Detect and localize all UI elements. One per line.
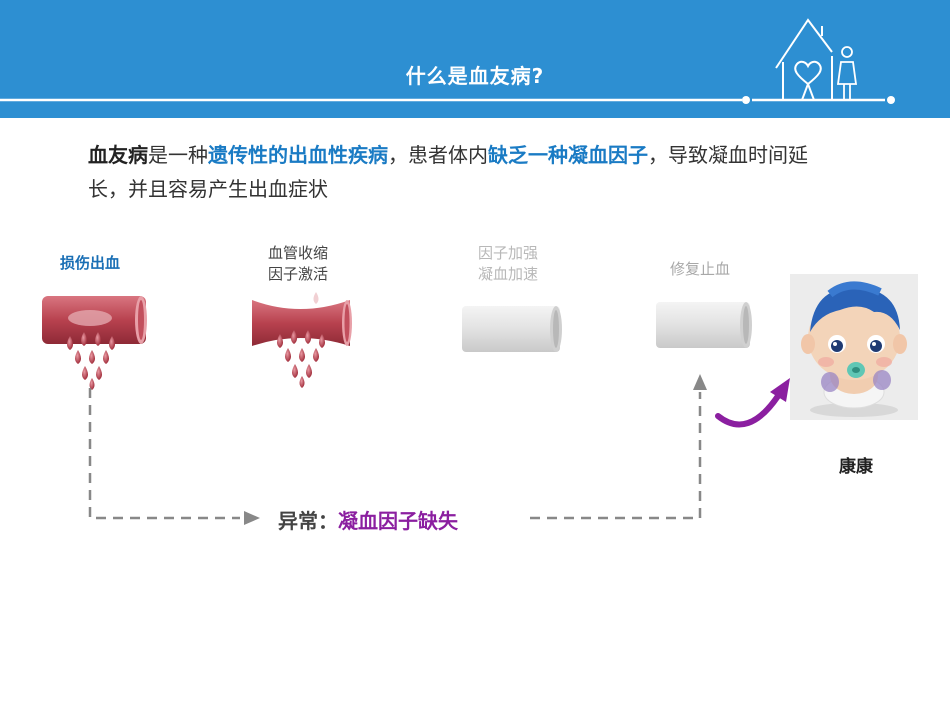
step-label-coagulation: 因子加强 凝血加速 [448,243,568,285]
intro-highlight-1: 遗传性的出血性疾病 [208,143,388,167]
step1-line1: 损伤出血 [59,254,120,272]
step2-line1: 血管收缩 [267,244,328,262]
intro-paragraph: 血友病是一种遗传性的出血性疾病，患者体内缺乏一种凝血因子，导致凝血时间延长，并且… [88,138,828,206]
baby-icon [801,281,907,417]
step-label-constriction: 血管收缩 因子激活 [238,243,358,285]
intro-text-2: ，患者体内 [388,143,488,167]
vessel-bleeding-icon [42,296,147,390]
step2-line2: 因子激活 [267,265,328,283]
abnormal-prefix: 异常： [278,509,338,533]
intro-text-3: ，导致凝血时间延长，并且容易产生出血症状 [88,143,808,201]
vessel-repaired-icon [656,302,752,348]
step3-line1: 因子加强 [477,244,538,262]
abnormal-highlight: 凝血因子缺失 [338,509,458,533]
arrow-right-head [244,511,260,525]
intro-highlight-2: 缺乏一种凝血因子 [488,143,648,167]
arrow-up-head [693,374,707,390]
baby-name-label: 康康 [839,457,873,477]
page-title: 什么是血友病? [405,64,545,88]
step4-line1: 修复止血 [669,260,730,278]
step-label-injury: 损伤出血 [30,253,150,274]
intro-text-1: 是一种 [148,143,208,167]
abnormal-flow-arrow [88,388,702,520]
vessel-constricted-icon [252,292,352,388]
vessel-coagulating-icon [462,306,562,352]
header-banner: 什么是血友病? [0,0,950,118]
curved-purple-arrow [715,378,790,428]
house-heart-icon [775,18,833,101]
intro-term: 血友病 [88,143,148,167]
header-decoration [0,18,895,104]
baby-illustration [790,274,918,420]
step-label-repair: 修复止血 [640,259,760,280]
doctor-figure-icon [836,46,858,100]
abnormal-label: 异常：凝血因子缺失 [278,505,458,534]
step3-line2: 凝血加速 [477,265,538,283]
